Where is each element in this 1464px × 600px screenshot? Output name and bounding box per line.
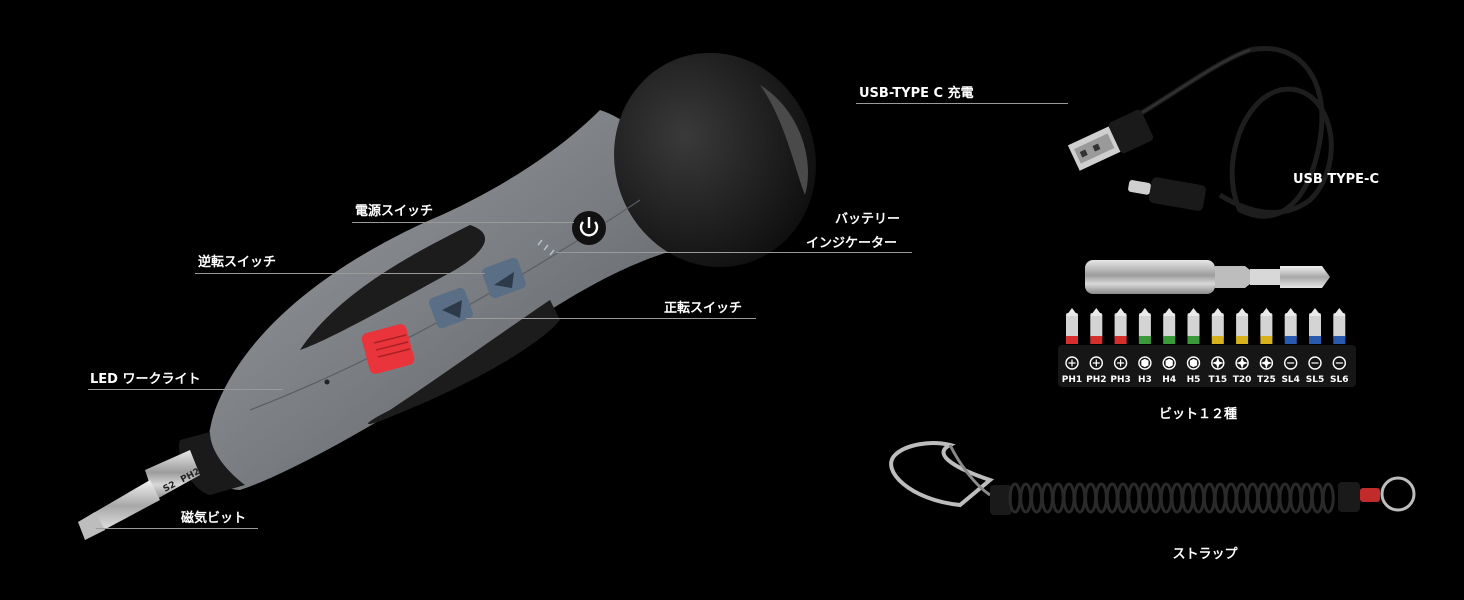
usb-c-connector xyxy=(1128,177,1206,211)
forward-switch-button[interactable] xyxy=(428,286,475,329)
led-slide-switch[interactable] xyxy=(360,323,415,375)
bit-label: SL4 xyxy=(1281,375,1299,385)
bit-t20: T20 xyxy=(1233,308,1252,385)
bit-sl4: SL4 xyxy=(1281,308,1300,385)
bit-label: H4 xyxy=(1162,375,1176,385)
callout-battery-line2: インジケーター xyxy=(806,236,898,251)
callout-forward-switch: 正転スイッチ xyxy=(664,301,743,316)
leader-battery xyxy=(556,252,912,253)
callout-battery-line1: バッテリー xyxy=(835,212,901,227)
bit-set-rack xyxy=(1058,345,1356,387)
callout-reverse-switch: 逆転スイッチ xyxy=(198,255,277,270)
bit-label: T25 xyxy=(1257,375,1276,385)
power-switch-button[interactable] xyxy=(572,211,606,245)
bit-label: H3 xyxy=(1138,375,1152,385)
usb-cable-illustration xyxy=(1067,46,1334,219)
leader-forward-switch xyxy=(466,318,756,319)
bit-label: PH1 xyxy=(1062,375,1082,385)
bit-sl5: SL5 xyxy=(1306,308,1324,385)
bit-ph2: PH2 xyxy=(1086,308,1106,385)
reverse-switch-button[interactable] xyxy=(481,256,528,299)
arrow-up-icon xyxy=(494,272,514,288)
bit-label: PH2 xyxy=(1086,375,1106,385)
leader-led-light xyxy=(88,389,283,390)
bit-t15: T15 xyxy=(1208,308,1227,385)
bit-label: H5 xyxy=(1187,375,1201,385)
battery-indicator xyxy=(537,239,555,256)
power-icon xyxy=(579,217,599,237)
callout-usb-type-c: USB TYPE-C xyxy=(1293,172,1379,187)
bit-h5: H5 xyxy=(1187,308,1201,385)
callout-led-light: LED ワークライト xyxy=(90,372,201,387)
bit-ph3: PH3 xyxy=(1110,308,1131,385)
bit-sl6: SL6 xyxy=(1330,308,1349,385)
strap-illustration xyxy=(889,441,1416,515)
caption-bits: ビット１２種 xyxy=(1158,407,1237,422)
callout-magnetic-bit: 磁気ビット xyxy=(181,511,247,526)
magnetic-bit xyxy=(78,450,200,540)
bit-h4: H4 xyxy=(1162,308,1176,385)
leader-magnetic-bit xyxy=(96,528,258,529)
bit-h3: H3 xyxy=(1138,308,1152,385)
arrow-down-icon xyxy=(442,300,462,318)
leader-usb-charge xyxy=(856,103,1068,104)
leader-power-switch xyxy=(352,222,574,223)
bit-extension-holder xyxy=(1085,260,1330,294)
caption-strap: ストラップ xyxy=(1172,547,1238,562)
leader-reverse-switch xyxy=(195,273,485,274)
usb-a-connector xyxy=(1067,109,1154,171)
callout-power-switch: 電源スイッチ xyxy=(355,204,434,219)
bit-label: T15 xyxy=(1208,375,1227,385)
callout-usb-charge: USB-TYPE C 充電 xyxy=(859,86,974,101)
bit-label: T20 xyxy=(1233,375,1252,385)
bit-label: SL5 xyxy=(1306,375,1324,385)
bit-label: PH3 xyxy=(1110,375,1130,385)
bit-label: SL6 xyxy=(1330,375,1348,385)
bit-t25: T25 xyxy=(1257,308,1276,385)
bit-ph1: PH1 xyxy=(1062,308,1082,385)
